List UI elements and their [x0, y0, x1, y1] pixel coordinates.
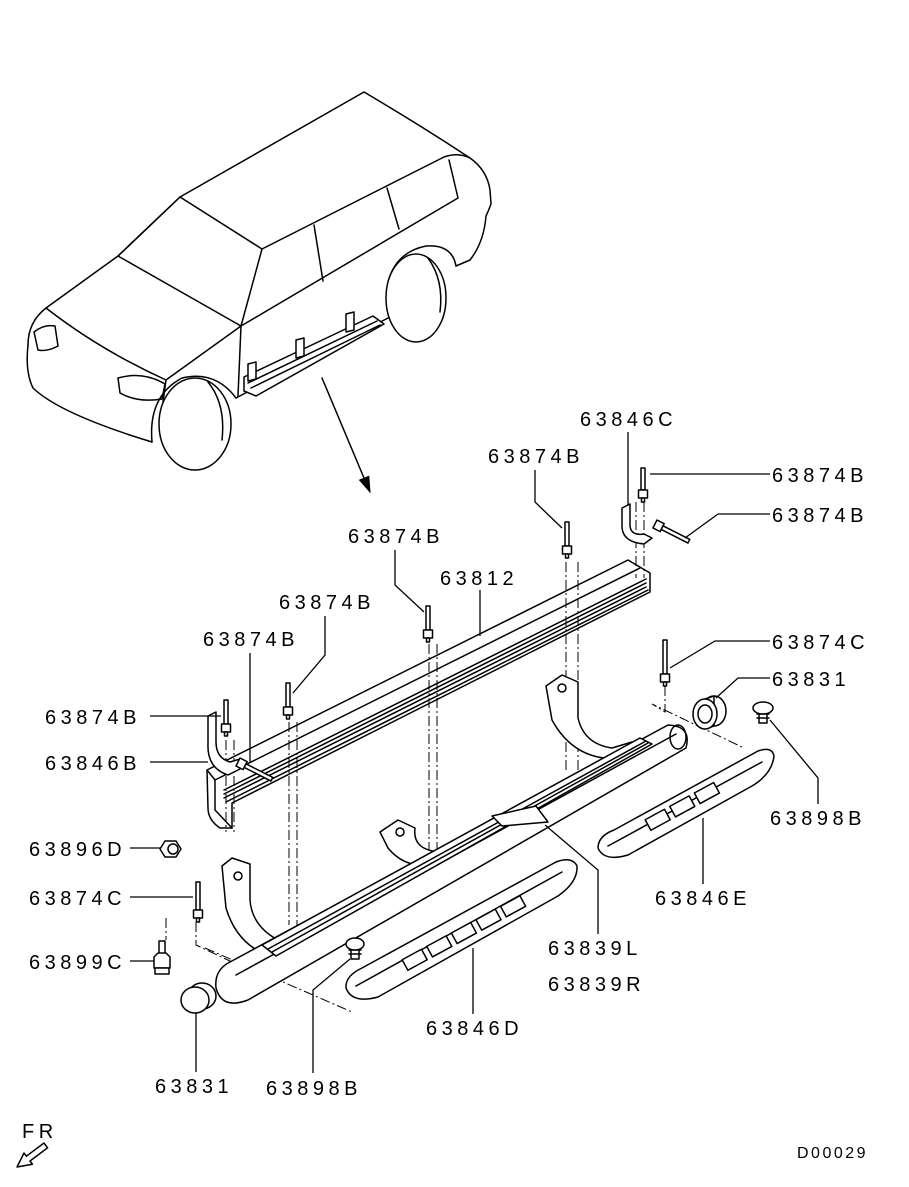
callout-63846b: 63846B — [45, 753, 141, 775]
front-direction-arrow-icon — [16, 1142, 49, 1168]
callout-63839r: 63839R — [548, 974, 645, 996]
bolt-63874b-horizontal-right — [652, 519, 691, 544]
callout-63898b-1: 63898B — [770, 808, 866, 830]
leader-63898b-1 — [769, 719, 819, 804]
vehicle-illustration — [26, 91, 492, 494]
front-wheel-inner — [207, 381, 224, 441]
front-direction-indicator: FR — [16, 1121, 58, 1168]
step-bar-bracket-right — [545, 674, 633, 760]
part-63896d-nut — [159, 840, 182, 858]
roof-rail — [261, 154, 471, 250]
part-63839-step-bar — [215, 674, 688, 1004]
bolt-63874b-left — [220, 699, 232, 737]
bolt-63874b-c — [561, 521, 573, 559]
side-window-sill — [240, 159, 459, 327]
leader-63874b-1 — [534, 470, 563, 529]
leader-63898b-2 — [312, 958, 351, 1073]
callout-63831-1: 63831 — [772, 669, 850, 691]
callout-63846c: 63846C — [580, 409, 677, 431]
headlight-far — [33, 324, 59, 352]
callout-63874b-7: 63874B — [45, 707, 141, 729]
exploded-view-arrow — [321, 377, 371, 494]
bolt-63874c-right — [659, 639, 671, 687]
callout-63874b-2: 63874B — [772, 465, 868, 487]
leader-63874c-1 — [669, 640, 770, 669]
bolt-63874b-horizontal-left — [235, 757, 274, 782]
rear-wheel — [385, 253, 447, 343]
part-63846c-bracket — [621, 503, 653, 545]
callout-63874b-4: 63874B — [348, 526, 444, 548]
callout-63874b-1: 63874B — [488, 446, 584, 468]
callout-63874b-5: 63874B — [279, 592, 375, 614]
bolt-63874c-left — [192, 881, 204, 923]
bolt-63874b-a — [282, 682, 294, 720]
leader-63831-1 — [715, 677, 770, 699]
callout-63874c-1: 63874C — [772, 632, 869, 654]
callout-63899c: 63899C — [29, 952, 126, 974]
windshield — [117, 196, 263, 327]
c-pillar — [386, 187, 400, 230]
callout-labels: 63846C 63874B 63874B 63874B 63874B 63812… — [29, 409, 869, 1100]
headlight-near — [117, 374, 166, 401]
part-63831-cap-right — [692, 695, 727, 730]
rear-wheel-inner — [427, 257, 442, 313]
leader-lines — [130, 432, 819, 1073]
part-63898b-clip-right — [752, 701, 774, 724]
part-63831-cap-bottom — [180, 982, 217, 1014]
callout-63874b-3: 63874B — [772, 505, 868, 527]
step-bar-tread-strip — [491, 805, 549, 827]
bolt-63874b-d — [637, 467, 649, 503]
step-bar-end — [669, 724, 687, 750]
part-63846e-step-pad — [597, 748, 775, 859]
bolt-63874b-b — [422, 605, 434, 643]
part-63846d-step-pad — [345, 859, 578, 1000]
step-bar-tube — [215, 724, 688, 1004]
b-pillar — [313, 224, 324, 282]
leader-63874b-3 — [684, 513, 770, 539]
callout-63846e: 63846E — [655, 888, 751, 910]
callout-63874b-6: 63874B — [203, 629, 299, 651]
leader-63839 — [544, 824, 599, 934]
installed-side-step — [243, 311, 385, 397]
callout-63898b-2: 63898B — [266, 1078, 362, 1100]
part-63898b-clip-bottom — [345, 937, 365, 960]
callout-63896d: 63896D — [29, 839, 126, 861]
callout-63839l: 63839L — [548, 938, 642, 960]
part-63899c-bolt — [153, 940, 171, 975]
callout-63831-2: 63831 — [155, 1076, 233, 1098]
callout-63874c-2: 63874C — [29, 888, 126, 910]
leader-63874b-4 — [394, 550, 425, 613]
callout-63846d: 63846D — [426, 1018, 523, 1040]
leader-63874b-5 — [292, 616, 326, 694]
callout-63812: 63812 — [440, 568, 518, 590]
front-wheel — [158, 377, 232, 471]
drawing-number: D00029 — [797, 1145, 868, 1162]
front-bumper — [26, 344, 153, 443]
front-wheel-arch — [150, 375, 237, 443]
front-direction-label: FR — [22, 1121, 58, 1143]
